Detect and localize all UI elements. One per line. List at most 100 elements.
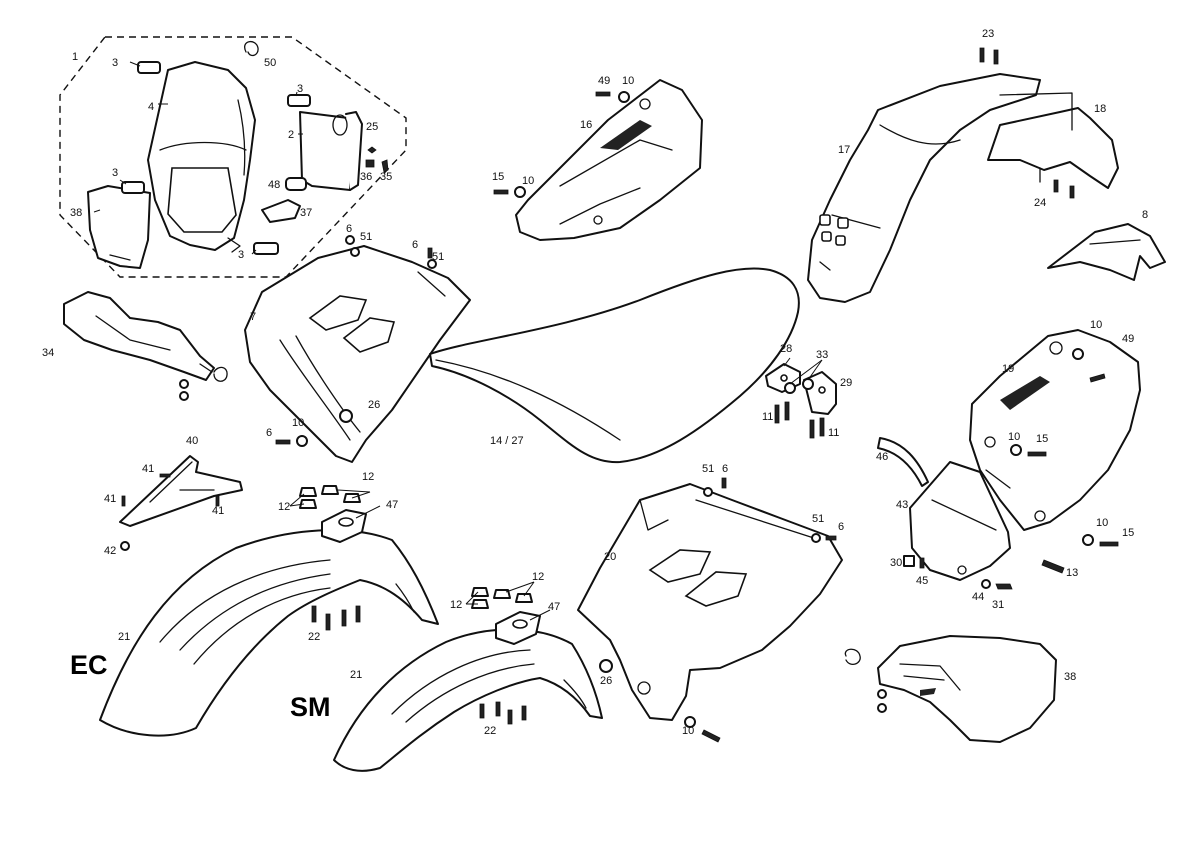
washer-10-right-scoop [684, 716, 696, 728]
callout-label: 22 [484, 725, 496, 737]
screw-22-sm-3 [507, 709, 513, 725]
callout-label: 15 [492, 171, 504, 183]
callout-label: 51 [702, 463, 714, 475]
rear-number-plate [987, 107, 1119, 189]
bolt-15-right-middle [1027, 451, 1047, 457]
callout-label: 46 [876, 451, 888, 463]
screw-22-ec-3 [341, 609, 347, 627]
headlight-bracket [261, 199, 301, 223]
screw-24-left [1053, 179, 1059, 193]
callout-label: 26 [600, 675, 612, 687]
front-fender-ec-group [99, 485, 439, 737]
bolt-6-scoop-top-right [427, 247, 433, 259]
callout-label: 3 [238, 249, 244, 261]
front-fender-ec [99, 529, 439, 737]
bolt-13 [1041, 559, 1065, 574]
callout-label: 10 [1008, 431, 1020, 443]
grommet-bottom [253, 242, 279, 255]
washer-10-right-bottom [1082, 534, 1094, 546]
variant-label-sm: SM [290, 692, 331, 722]
right-handguard-group [844, 635, 1057, 743]
callout-label: 10 [1096, 517, 1108, 529]
bolt-11-d [819, 417, 825, 437]
callout-label: 18 [1094, 103, 1106, 115]
bolt-6-scoop-bottom [275, 439, 291, 445]
right-handguard [877, 635, 1057, 743]
rivet-41-c [215, 495, 220, 507]
screw-31 [995, 583, 1013, 590]
callout-label: 12 [532, 571, 544, 583]
bolt-6-right-top [721, 477, 727, 489]
headlight-assembly-group [59, 36, 407, 278]
callout-labels: 1 3 50 4 3 2 25 3 36 35 48 37 38 3 49 10… [42, 28, 1148, 737]
callout-label: 48 [268, 179, 280, 191]
rear-mudflap [1047, 223, 1166, 281]
left-side-panel-group [493, 79, 703, 241]
variant-label-ec: EC [70, 650, 108, 680]
callout-label: 22 [308, 631, 320, 643]
bushing-12-ec-2 [321, 485, 339, 495]
callout-label: 37 [300, 207, 312, 219]
bolt-49-right [1089, 373, 1106, 383]
callout-label: 41 [212, 505, 224, 517]
screw-22-ec-1 [311, 605, 317, 623]
callout-label: 35 [380, 171, 392, 183]
callout-label: 43 [896, 499, 908, 511]
left-handguard [63, 291, 215, 381]
callout-label: 6 [266, 427, 272, 439]
callout-label: 33 [816, 349, 828, 361]
rear-fender-group [807, 47, 1166, 303]
seat-group [429, 267, 800, 464]
nut-30 [903, 555, 915, 567]
callout-label: 3 [112, 167, 118, 179]
fender-bracket-group [119, 455, 243, 551]
callout-label: 45 [916, 575, 928, 587]
clip-45 [919, 557, 925, 569]
callout-label: 8 [1142, 209, 1148, 221]
callout-label: 51 [432, 251, 444, 263]
callout-label: 3 [112, 57, 118, 69]
grommet-26-right [599, 659, 613, 673]
callout-label: 44 [972, 591, 984, 603]
callout-label: 11 [828, 427, 839, 439]
callout-label: 15 [1036, 433, 1048, 445]
front-fender-sm-group [333, 587, 603, 772]
rear-fender [807, 73, 1041, 303]
callout-label: 12 [450, 599, 462, 611]
screw-22-sm-1 [479, 703, 485, 719]
callout-label: 28 [780, 343, 792, 355]
callout-label: 6 [412, 239, 418, 251]
bolt-11-c [809, 419, 815, 439]
callout-label: 10 [292, 417, 304, 429]
grommet-left [121, 181, 145, 194]
vent-hose [877, 437, 929, 487]
callout-label: 14 / 27 [490, 435, 524, 447]
callout-label: 51 [812, 513, 824, 525]
callout-label: 21 [118, 631, 130, 643]
right-side-panel-group [877, 329, 1141, 590]
headlight-side-panel [87, 185, 151, 269]
screw-25 [367, 146, 377, 154]
spacer-33-b [802, 378, 814, 390]
screw-23-left [979, 47, 985, 63]
callout-label: 12 [278, 501, 290, 513]
callout-label: 26 [368, 399, 380, 411]
washer-10-left-bottom [514, 186, 526, 198]
screw-22-sm-2 [495, 701, 501, 717]
callout-label: 6 [346, 223, 352, 235]
bolt-49-left [595, 91, 611, 97]
grommet-top-left [137, 61, 161, 74]
bushing-12-sm-1 [471, 587, 489, 597]
callout-label: 40 [186, 435, 198, 447]
washer-10-right-middle [1010, 444, 1022, 456]
screw-22-sm-4 [521, 705, 527, 721]
grommet-44 [981, 579, 991, 589]
grommet-top-right [287, 94, 311, 107]
bushing-12-sm-3 [471, 599, 489, 609]
rivet-41-b [121, 495, 126, 507]
callout-label: 21 [350, 669, 362, 681]
bolt-15-right-bottom [1099, 541, 1119, 547]
callout-label: 1 [72, 51, 78, 63]
callout-label: 17 [838, 144, 850, 156]
